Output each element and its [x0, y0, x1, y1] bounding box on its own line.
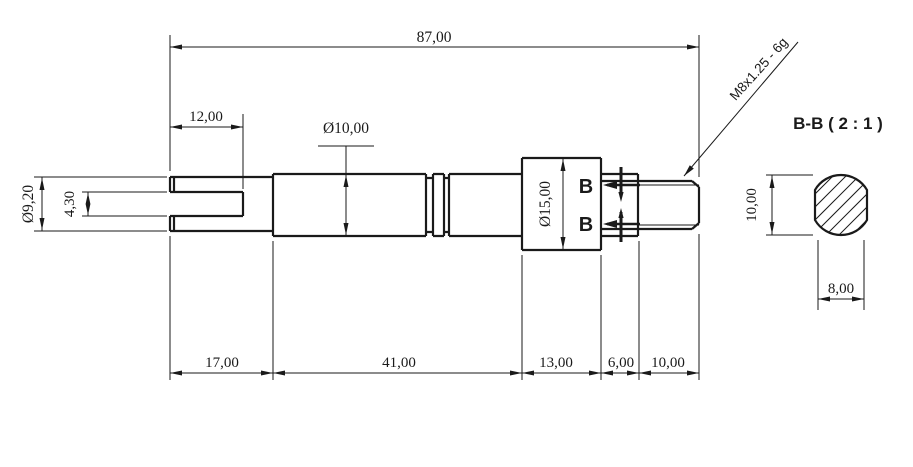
dim-overall-length: 87,00: [417, 29, 452, 46]
thread-end-chamfer: [691, 180, 701, 230]
dim-slot-width: 4,30: [62, 191, 78, 217]
cut-line-tick-top: [618, 192, 624, 202]
dimension-linework: [34, 35, 799, 380]
slot-outline: [170, 190, 245, 218]
section-cut-line: B B: [579, 167, 640, 242]
main-section-bottom: [273, 230, 522, 238]
dim-slot-width-lines: [82, 191, 167, 217]
groove-walls: [424, 174, 451, 236]
thread-crest: [638, 179, 692, 231]
dimension-arrowheads: [39, 44, 699, 376]
collar-outline: [520, 156, 603, 252]
thread-leader-arrow: [684, 165, 694, 176]
section-view: B-B ( 2 : 1 ) 10,00 8,00: [744, 114, 883, 310]
thread-root-lines: [638, 184, 699, 226]
dim-main-dia-lines: [318, 145, 374, 235]
section-dimension-arrowheads: [769, 176, 864, 302]
dim-neck-length: 6,00: [608, 355, 634, 371]
thread-callout: M8x1.25 - 6g: [727, 35, 791, 104]
section-view-title: B-B ( 2 : 1 ): [793, 114, 883, 133]
left-end-face: [168, 177, 176, 231]
dim-slot-depth-lines: [170, 114, 244, 189]
dim-left-dia-lines: [34, 176, 167, 232]
section-shape: [813, 173, 869, 237]
dim-middle-section-length: 41,00: [382, 355, 416, 371]
section-arrow-bottom: [603, 220, 617, 228]
dim-section-diameter: 10,00: [744, 188, 760, 222]
main-section-top: [273, 172, 522, 180]
cut-line-tick-bottom: [618, 208, 624, 218]
dim-main-diameter: Ø10,00: [323, 120, 369, 137]
dim-thread-length: 10,00: [651, 355, 685, 371]
section-label-bottom: B: [579, 214, 593, 236]
dim-chain-lines: [169, 234, 700, 380]
section-label-top: B: [579, 176, 593, 198]
dim-overall-lines: [169, 35, 700, 177]
section-dimension-linework: [766, 174, 865, 310]
dim-section-across-flats: 8,00: [828, 281, 854, 297]
dim-slot-depth: 12,00: [189, 109, 223, 125]
dim-collar-length: 13,00: [539, 355, 573, 371]
thread-leader-line: [683, 41, 799, 177]
dim-left-end-diameter: Ø9,20: [20, 185, 37, 224]
small-diameter-section: [170, 175, 273, 233]
dim-left-section-length: 17,00: [205, 355, 239, 371]
section-arrow-top: [603, 181, 617, 189]
dim-collar-diameter: Ø15,00: [537, 181, 554, 227]
